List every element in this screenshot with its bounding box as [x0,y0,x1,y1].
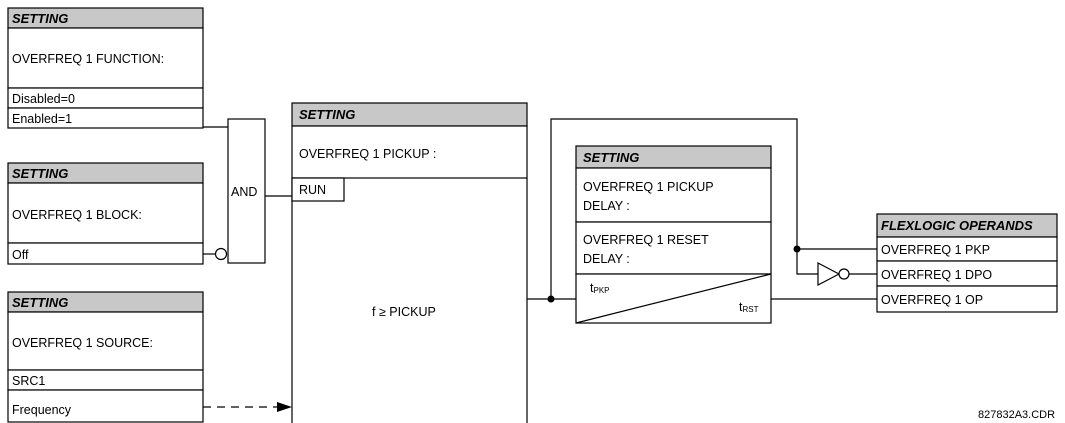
dpo-branch-wire [796,249,818,275]
inverter-bubble-icon [214,247,228,261]
reset-delay-box [575,221,772,275]
block-setting-header: SETTING [12,166,68,181]
block-setting-block: SETTING OVERFREQ 1 BLOCK: Off [7,162,204,265]
block-value-box [7,242,204,265]
function-option-disabled: Disabled=0 [12,92,75,106]
flexlogic-operands-block: FLEXLOGIC OPERANDS OVERFREQ 1 PKP OVERFR… [876,213,1058,313]
reset-delay-line-2: DELAY : [583,252,630,266]
tpkp-label: tPKP [590,281,610,295]
function-setting-block: SETTING OVERFREQ 1 FUNCTION: Disabled=0 … [7,7,204,129]
arrow-right-icon [277,402,292,412]
pickup-condition: f ≥ PICKUP [372,305,436,319]
timer-characteristic-diagonal [575,273,772,324]
block-setting-title: OVERFREQ 1 BLOCK: [12,208,142,222]
source-row-frequency: Frequency [12,403,72,417]
operand-dpo-box [876,260,1058,287]
timer-setting-block: SETTING OVERFREQ 1 PICKUP DELAY : OVERFR… [575,145,772,324]
run-input-box [291,177,345,202]
pickup-delay-box [575,167,772,223]
not-gate-icon [817,262,841,286]
function-setting-title-box [7,27,204,89]
source-row-src: SRC1 [12,374,45,388]
not-gate-bubble-icon [838,268,850,280]
timer-setting-header: SETTING [583,150,639,165]
function-option-enabled-box [7,107,204,129]
block-setting-title-box [7,182,204,244]
function-option-enabled: Enabled=1 [12,112,72,126]
operand-op-box [876,285,1058,313]
operand-pkp: OVERFREQ 1 PKP [881,243,990,257]
function-setting-header: SETTING [12,11,68,26]
function-setting-title: OVERFREQ 1 FUNCTION: [12,52,164,66]
pickup-setting-header: SETTING [299,107,355,122]
pickup-feedback-wire [550,118,798,299]
block-value: Off [12,248,29,262]
pickup-setting-block: SETTING OVERFREQ 1 PICKUP : RUN f ≥ PICK… [291,102,528,423]
pickup-element-body [291,178,528,423]
pickup-delay-line-2: DELAY : [583,199,630,213]
run-input-label: RUN [299,183,326,197]
operands-header: FLEXLOGIC OPERANDS [881,218,1033,233]
source-row-frequency-box [7,389,204,423]
operand-pkp-box [876,236,1058,262]
source-setting-header: SETTING [12,295,68,310]
operand-dpo: OVERFREQ 1 DPO [881,268,992,282]
source-setting-block: SETTING OVERFREQ 1 SOURCE: SRC1 Frequenc… [7,291,204,423]
and-gate-label: AND [231,185,257,199]
and-gate: AND [227,118,266,264]
pickup-setting-title: OVERFREQ 1 PICKUP : [299,147,436,161]
source-setting-title: OVERFREQ 1 SOURCE: [12,336,153,350]
operand-op: OVERFREQ 1 OP [881,293,983,307]
and-gate-body [227,118,266,264]
pickup-delay-line-1: OVERFREQ 1 PICKUP [583,180,714,194]
figure-id: 827832A3.CDR [978,409,1055,421]
reset-delay-line-1: OVERFREQ 1 RESET [583,233,709,247]
source-setting-title-box [7,311,204,371]
pickup-setting-title-box [291,125,528,179]
trst-label: tRST [739,300,759,314]
